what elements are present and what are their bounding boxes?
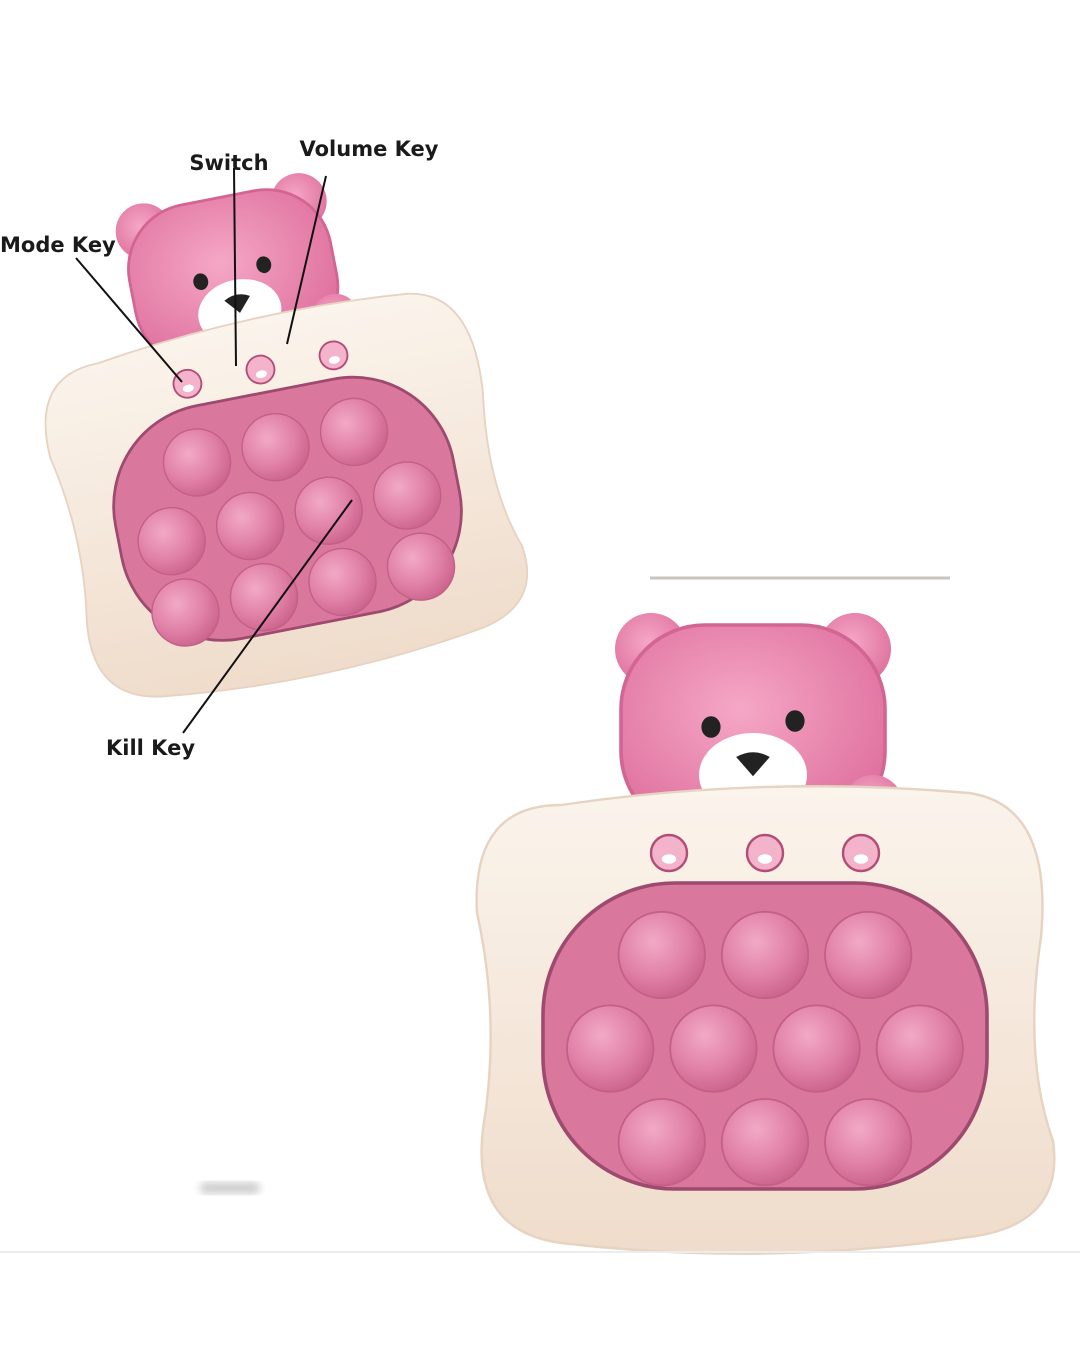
paw-pad xyxy=(757,854,773,864)
pop-bubble xyxy=(151,578,220,647)
bear-eye-right xyxy=(256,256,272,274)
pop-bubble xyxy=(215,491,285,561)
switch-key xyxy=(745,833,785,873)
pop-bubble xyxy=(824,1098,913,1187)
paw-key-icon xyxy=(745,833,785,873)
annotated-toy xyxy=(44,173,529,698)
switch-key xyxy=(245,354,276,385)
paw-pad xyxy=(853,854,869,864)
bear-eye-right xyxy=(785,710,805,732)
pop-bubble xyxy=(137,507,206,576)
paw-pad xyxy=(182,384,194,393)
paw-pad xyxy=(328,356,340,364)
paw-key-icon xyxy=(245,354,276,385)
pop-bubble xyxy=(162,428,232,497)
paw-pad xyxy=(255,370,267,378)
paw-key-icon xyxy=(318,340,349,371)
pop-bubble xyxy=(875,1004,964,1093)
switch-leader-line xyxy=(233,167,237,367)
mode-key xyxy=(172,368,203,399)
callouts: Switch Volume Key Mode Key Kill Key xyxy=(0,137,439,760)
pop-bubble xyxy=(386,532,456,601)
bear-eye-left xyxy=(701,716,721,738)
pop-bubble xyxy=(720,910,810,1000)
plain-toy xyxy=(475,613,1056,1255)
blurred-mark xyxy=(200,1182,260,1194)
pop-bubble xyxy=(720,1098,810,1187)
volume-key-label: Volume Key xyxy=(300,137,439,161)
pop-bubble xyxy=(772,1004,861,1093)
paw-key-icon xyxy=(841,833,881,873)
volume-key xyxy=(318,340,349,371)
pop-bubble xyxy=(319,397,389,467)
kill-key-label: Kill Key xyxy=(106,736,195,760)
paw-pad xyxy=(661,854,677,864)
volume-key xyxy=(841,833,881,873)
volume-key-leader-line xyxy=(286,175,327,345)
pop-bubble xyxy=(372,461,442,530)
bear-nose xyxy=(736,752,770,777)
mode-key-label: Mode Key xyxy=(0,233,116,257)
bear-eye-left xyxy=(193,273,209,291)
pop-bubble xyxy=(617,910,706,1000)
bear-nose xyxy=(224,294,250,313)
pop-bubble xyxy=(824,910,913,1000)
kill-key-leader-line xyxy=(182,499,353,734)
paw-key-icon xyxy=(649,833,689,873)
pop-bubble xyxy=(617,1098,706,1187)
pop-bubble xyxy=(669,1004,758,1093)
mode-key-leader-line xyxy=(75,257,183,383)
pop-bubble xyxy=(308,547,377,617)
pop-bubble xyxy=(294,476,363,545)
mode-key xyxy=(649,833,689,873)
paw-key-icon xyxy=(172,368,203,399)
switch-label: Switch xyxy=(189,151,268,175)
pop-bubble xyxy=(241,412,310,482)
pop-bubble xyxy=(229,563,299,632)
pop-bubble xyxy=(566,1004,655,1093)
